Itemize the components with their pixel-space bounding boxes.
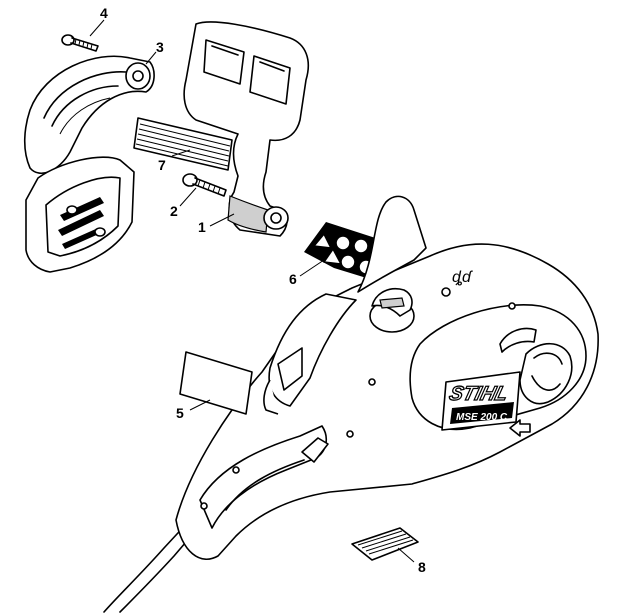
callout-7: 7 xyxy=(158,157,166,173)
callout-5: 5 xyxy=(176,405,184,421)
part-2-screw xyxy=(182,173,227,197)
part-3-hand-guard xyxy=(23,55,155,273)
ce-mark-icon: ȡɗ xyxy=(452,269,473,286)
part-4-screw xyxy=(61,34,99,52)
part-8-label xyxy=(351,527,419,561)
callout-6: 6 xyxy=(289,271,297,287)
chainsaw-body: ȡɗ STIHL MSE 200 C xyxy=(103,195,599,613)
callout-4: 4 xyxy=(100,5,108,21)
callout-3: 3 xyxy=(156,39,164,55)
part-1-rear-handle xyxy=(183,21,310,237)
callout-1: 1 xyxy=(198,219,206,235)
leader-lines xyxy=(89,19,415,563)
saw-brand-text: STIHL xyxy=(447,383,510,405)
callout-8: 8 xyxy=(418,559,426,575)
saw-model-text: MSE 200 C xyxy=(456,412,508,423)
callout-2: 2 xyxy=(170,203,178,219)
part-5-label xyxy=(179,351,253,415)
part-7-label xyxy=(133,117,233,171)
